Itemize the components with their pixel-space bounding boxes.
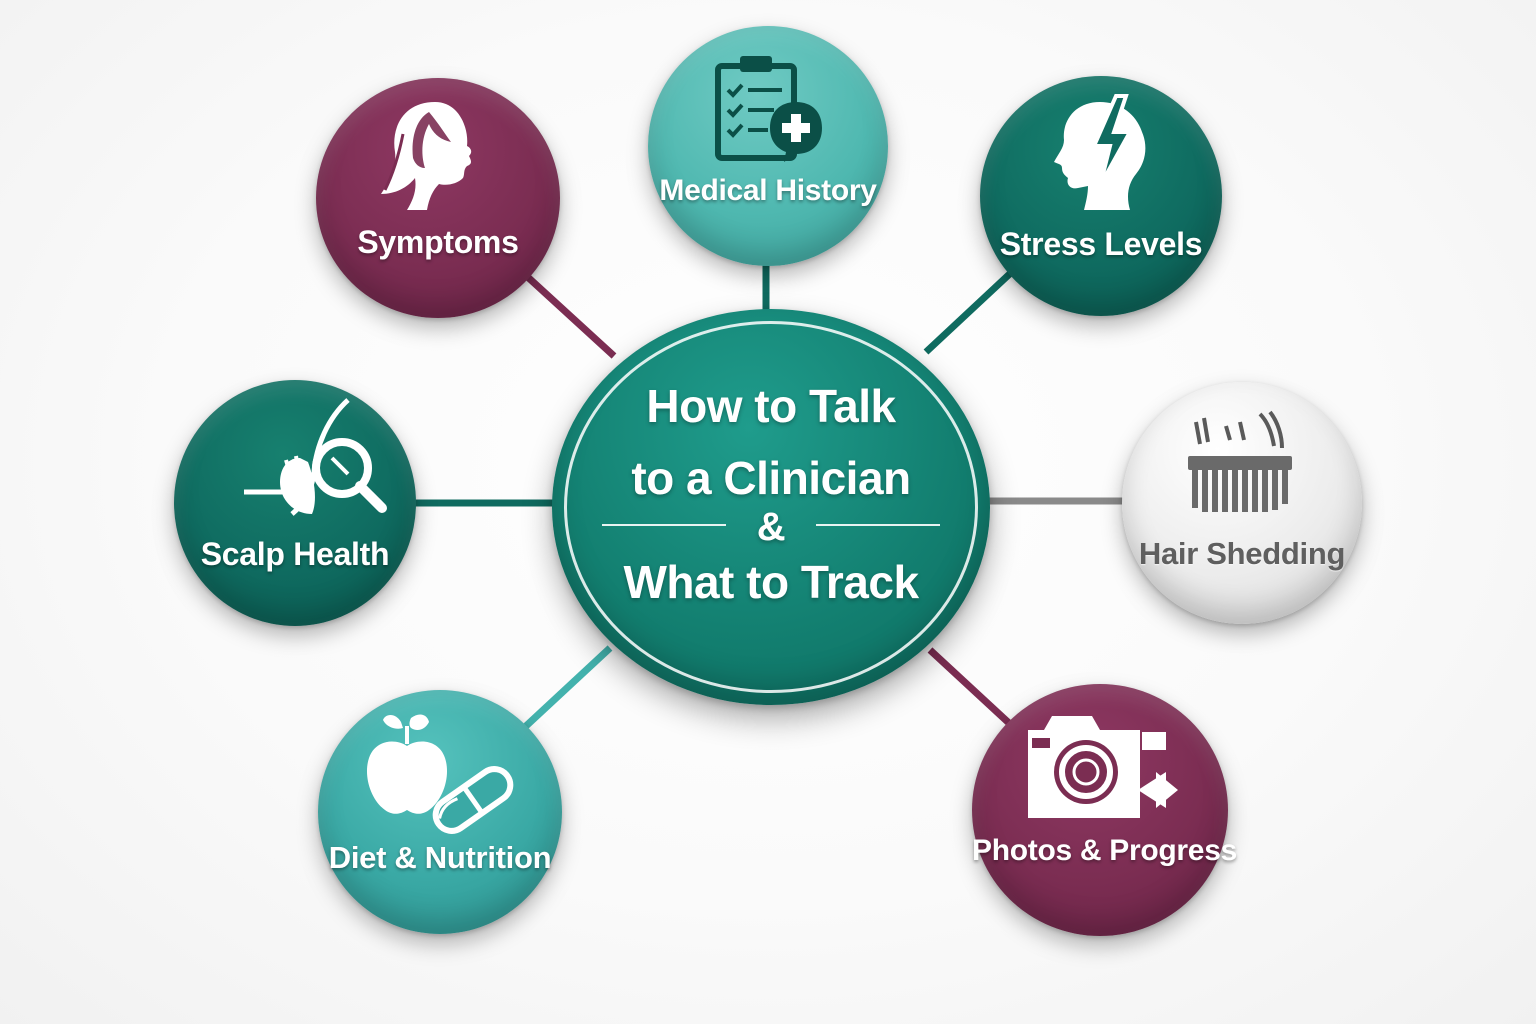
connector-stress-levels (923, 265, 1019, 355)
node-label-photos-progress: Photos & Progress (972, 834, 1237, 867)
node-label-diet-nutrition: Diet & Nutrition (328, 840, 552, 875)
center-title-line-2: to a Clinician (631, 452, 911, 504)
node-medical-history: Medical History (648, 26, 888, 266)
camera-icon (1028, 716, 1178, 818)
node-symptoms: Symptoms (316, 78, 560, 318)
node-hair-shedding: Hair Shedding (1122, 382, 1362, 624)
center-hub-ring (564, 321, 978, 693)
connector-photos-progress (927, 647, 1013, 727)
node-stress-levels: Stress Levels (980, 76, 1222, 316)
node-label-symptoms: Symptoms (357, 224, 519, 260)
connector-symptoms (517, 267, 617, 359)
center-divider-left (602, 524, 726, 526)
node-label-stress-levels: Stress Levels (999, 226, 1203, 262)
apple-pill-icon (366, 714, 514, 834)
comb-hair-icon (1188, 410, 1292, 512)
node-photos-progress: Photos & Progress (972, 684, 1237, 936)
node-label-scalp-health: Scalp Health (200, 536, 390, 572)
head-lightning-icon (1054, 94, 1146, 210)
center-title-line-3: What to Track (623, 556, 919, 608)
woman-profile-icon (381, 102, 472, 210)
node-scalp-health: Scalp Health (174, 380, 416, 626)
connector-diet-nutrition (523, 645, 613, 729)
node-diet-nutrition: Diet & Nutrition (318, 690, 562, 934)
center-ampersand: & (756, 505, 786, 549)
center-divider-right (816, 524, 940, 526)
node-label-hair-shedding: Hair Shedding (1138, 536, 1346, 571)
scalp-magnifier-icon (244, 398, 387, 516)
node-label-medical-history: Medical History (659, 174, 877, 207)
clipboard-checklist-icon (715, 56, 822, 162)
center-title-line-1: How to Talk (646, 380, 896, 432)
center-hub: How to Talk to a Clinician & What to Tra… (552, 309, 990, 705)
